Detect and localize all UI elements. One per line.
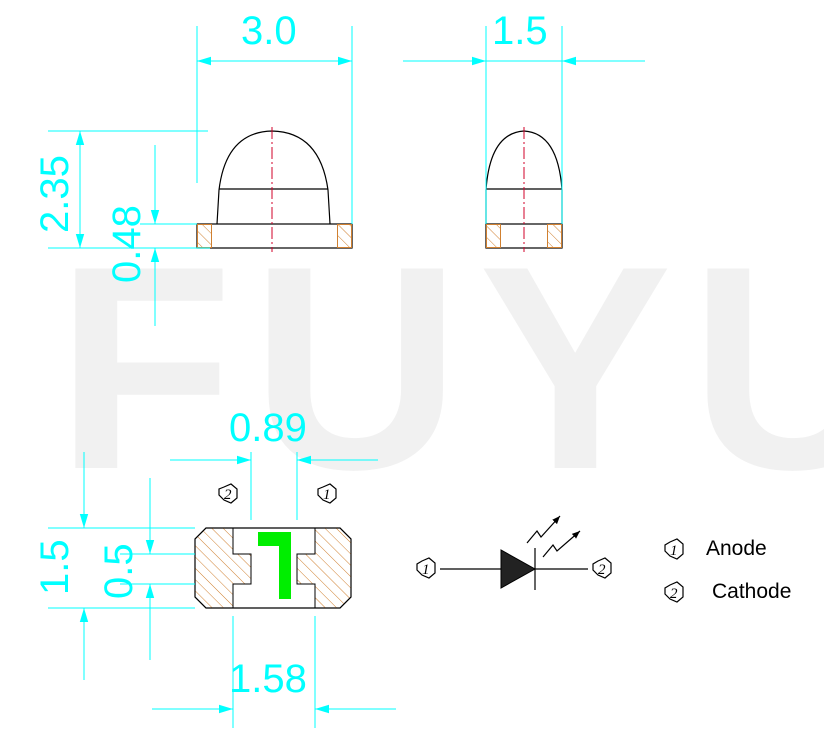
symbol-pin-2-icon xyxy=(592,557,612,579)
bottom-view-pin-2-icon xyxy=(218,483,238,504)
symbol-pin-2-label: 2 xyxy=(598,562,606,578)
diode-triangle-icon xyxy=(500,549,537,589)
side-view xyxy=(403,26,645,252)
pin-legend xyxy=(664,538,684,603)
watermark-text: FUYU xyxy=(56,206,824,530)
legend-pin-1-label: 1 xyxy=(670,543,678,559)
dimension-pad-height: 0.5 xyxy=(97,543,141,599)
bottom-view-pad-right xyxy=(296,527,352,609)
dimension-bottom-height: 1.5 xyxy=(33,539,77,595)
dimension-side-width: 1.5 xyxy=(492,9,548,53)
dimension-total-height: 2.35 xyxy=(33,155,77,233)
symbol-pin-1-label: 1 xyxy=(422,562,430,578)
front-view xyxy=(196,26,353,252)
dimension-pad-span: 1.58 xyxy=(229,657,307,701)
bottom-view-pin-2-label: 2 xyxy=(224,487,232,503)
diode-symbol xyxy=(416,515,612,590)
bottom-view-pin-1-label: 1 xyxy=(323,487,331,503)
dimension-base-height: 0.48 xyxy=(105,205,149,283)
legend-anode-label: Anode xyxy=(706,537,767,560)
legend-pin-2-label: 2 xyxy=(670,586,678,602)
bottom-view-pin-1-icon xyxy=(317,483,337,504)
dimension-pad-gap: 0.89 xyxy=(229,406,307,450)
symbol-pin-1-icon xyxy=(416,557,436,579)
bottom-view xyxy=(48,452,396,728)
height-dimensions xyxy=(48,130,210,326)
light-emission-arrow-2-icon xyxy=(542,530,581,558)
legend-pin-2-icon xyxy=(664,581,684,603)
legend-pin-1-icon xyxy=(664,538,684,560)
polarity-mark xyxy=(258,532,291,599)
dimension-top-width: 3.0 xyxy=(241,9,297,53)
light-emission-arrow-1-icon xyxy=(526,515,561,544)
bottom-view-pad-left xyxy=(194,527,252,609)
legend-cathode-label: Cathode xyxy=(712,580,791,603)
